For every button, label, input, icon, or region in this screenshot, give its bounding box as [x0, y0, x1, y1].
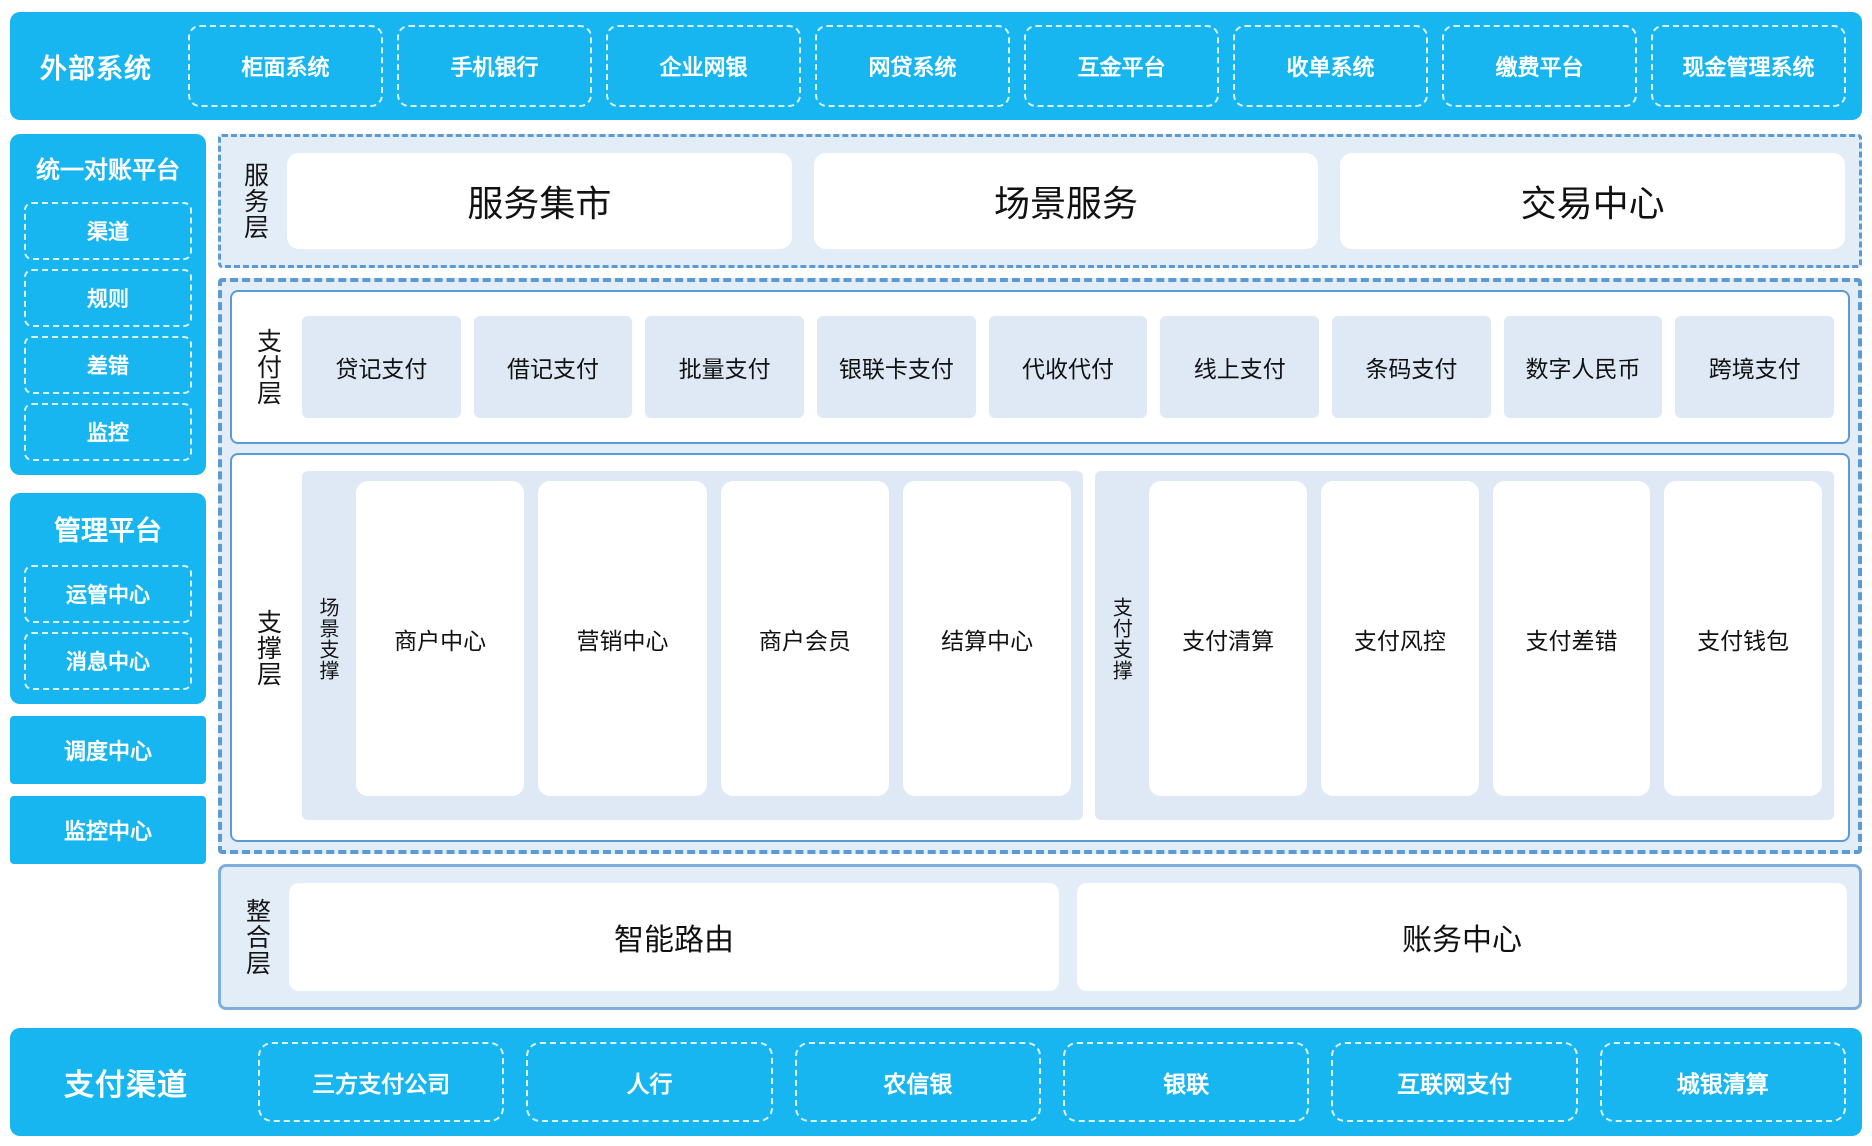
- management-item-message-center[interactable]: 消息中心: [24, 632, 192, 690]
- middle-region: 统一对账平台 渠道 规则 差错 监控 管理平台 运管中心 消息中心 调度中心 监…: [10, 134, 1862, 1010]
- support-group-payment: 支付支撑 支付清算 支付风控 支付差错 支付钱包: [1095, 471, 1834, 820]
- support-card-payment-clearing[interactable]: 支付清算: [1149, 481, 1307, 796]
- support-card-payment-error[interactable]: 支付差错: [1492, 481, 1651, 796]
- payment-channel-chip[interactable]: 三方支付公司: [258, 1042, 505, 1122]
- payment-card-unionpay[interactable]: 银联卡支付: [817, 316, 976, 418]
- payment-card-batch[interactable]: 批量支付: [645, 316, 805, 418]
- payment-support-label: 支付支撑: [1109, 596, 1132, 681]
- external-system-chip[interactable]: 缴费平台: [1442, 25, 1637, 107]
- integration-layer-container: 整合层 智能路由 账务中心: [218, 864, 1862, 1010]
- service-layer-label: 服务层: [240, 162, 269, 240]
- support-card-payment-riskcontrol[interactable]: 支付风控: [1320, 481, 1479, 796]
- scheduling-center-block[interactable]: 调度中心: [10, 716, 206, 784]
- integration-layer-label: 整合层: [242, 898, 271, 976]
- core-layers-container: 支付层 贷记支付 借记支付 批量支付 银联卡支付 代收代付 线上支付 条码支付 …: [218, 278, 1862, 854]
- support-layer-panel: 支撑层 场景支撑 商户中心 营销中心 商户会员 结算中心: [230, 453, 1850, 842]
- reconcile-platform-group: 统一对账平台 渠道 规则 差错 监控: [10, 134, 206, 475]
- service-card-scenario[interactable]: 场景服务: [813, 153, 1319, 249]
- support-layer-label: 支撑层: [253, 608, 282, 687]
- support-card-marketing-center[interactable]: 营销中心: [538, 481, 707, 796]
- external-systems-title: 外部系统: [40, 53, 152, 84]
- payment-channels-chip-list: 三方支付公司 人行 农信银 银联 互联网支付 城银清算: [258, 1028, 1846, 1136]
- integration-card-accounting-center[interactable]: 账务中心: [1077, 883, 1847, 991]
- reconcile-item-monitor[interactable]: 监控: [24, 403, 192, 461]
- payment-card-online[interactable]: 线上支付: [1160, 316, 1320, 418]
- payment-channels-bar: 支付渠道 三方支付公司 人行 农信银 银联 互联网支付 城银清算: [10, 1028, 1862, 1136]
- external-system-chip[interactable]: 手机银行: [397, 25, 592, 107]
- integration-layer-card-list: 智能路由 账务中心: [289, 877, 1847, 997]
- service-layer-row: 服务层 服务集市 场景服务 交易中心: [229, 145, 1851, 257]
- layer-stack: 服务层 服务集市 场景服务 交易中心 支付层 贷记支付 借记支付 批量支付: [218, 134, 1862, 1010]
- external-system-chip[interactable]: 企业网银: [606, 25, 801, 107]
- payment-layer-card-list: 贷记支付 借记支付 批量支付 银联卡支付 代收代付 线上支付 条码支付 数字人民…: [300, 302, 1836, 432]
- payment-layer-label: 支付层: [253, 328, 282, 406]
- payment-layer-panel: 支付层 贷记支付 借记支付 批量支付 银联卡支付 代收代付 线上支付 条码支付 …: [230, 290, 1850, 444]
- service-layer-card-list: 服务集市 场景服务 交易中心: [287, 153, 1846, 249]
- payment-card-digital-rmb[interactable]: 数字人民币: [1503, 316, 1663, 418]
- left-rail: 统一对账平台 渠道 规则 差错 监控 管理平台 运管中心 消息中心 调度中心 监…: [10, 134, 206, 1010]
- payment-support-card-list: 支付清算 支付风控 支付差错 支付钱包: [1149, 481, 1822, 796]
- external-system-chip[interactable]: 现金管理系统: [1651, 25, 1846, 107]
- support-card-payment-wallet[interactable]: 支付钱包: [1664, 481, 1822, 796]
- support-card-merchant-member[interactable]: 商户会员: [720, 481, 889, 796]
- external-system-chip[interactable]: 互金平台: [1024, 25, 1219, 107]
- payment-card-barcode[interactable]: 条码支付: [1332, 316, 1491, 418]
- support-group-scenario: 场景支撑 商户中心 营销中心 商户会员 结算中心: [302, 471, 1084, 820]
- scenario-support-label: 场景支撑: [316, 596, 338, 681]
- service-card-marketplace[interactable]: 服务集市: [287, 153, 792, 249]
- management-item-ops-center[interactable]: 运管中心: [24, 565, 192, 623]
- payment-channels-title: 支付渠道: [64, 1069, 188, 1102]
- external-system-chip[interactable]: 柜面系统: [188, 25, 383, 107]
- reconcile-item-rule[interactable]: 规则: [24, 269, 192, 327]
- external-systems-chip-list: 柜面系统 手机银行 企业网银 网贷系统 互金平台 收单系统 缴费平台 现金管理系…: [188, 12, 1846, 120]
- payment-card-debit[interactable]: 借记支付: [473, 316, 633, 418]
- payment-card-credit[interactable]: 贷记支付: [302, 316, 461, 418]
- scenario-support-card-list: 商户中心 营销中心 商户会员 结算中心: [356, 481, 1072, 796]
- external-system-chip[interactable]: 收单系统: [1233, 25, 1428, 107]
- payment-card-collection[interactable]: 代收代付: [988, 316, 1148, 418]
- support-layer-groups: 场景支撑 商户中心 营销中心 商户会员 结算中心 支付支撑 支付清算: [300, 465, 1836, 830]
- management-platform-title: 管理平台: [54, 516, 162, 546]
- service-layer-container: 服务层 服务集市 场景服务 交易中心: [218, 134, 1862, 268]
- payment-channel-chip[interactable]: 城银清算: [1599, 1042, 1846, 1122]
- external-system-chip[interactable]: 网贷系统: [815, 25, 1010, 107]
- management-platform-group: 管理平台 运管中心 消息中心: [10, 493, 206, 704]
- integration-card-smart-routing[interactable]: 智能路由: [289, 883, 1059, 991]
- payment-channel-chip[interactable]: 人行: [526, 1042, 773, 1122]
- payment-channel-chip[interactable]: 银联: [1062, 1042, 1310, 1122]
- payment-channel-chip[interactable]: 互联网支付: [1331, 1042, 1578, 1122]
- monitoring-center-block[interactable]: 监控中心: [10, 796, 206, 864]
- payment-card-crossborder[interactable]: 跨境支付: [1675, 316, 1835, 418]
- service-card-transaction[interactable]: 交易中心: [1340, 153, 1846, 249]
- support-card-settlement-center[interactable]: 结算中心: [902, 481, 1072, 796]
- reconcile-item-error[interactable]: 差错: [24, 336, 192, 394]
- external-systems-bar: 外部系统 柜面系统 手机银行 企业网银 网贷系统 互金平台 收单系统 缴费平台 …: [10, 12, 1862, 120]
- reconcile-item-channel[interactable]: 渠道: [24, 202, 192, 260]
- payment-channel-chip[interactable]: 农信银: [794, 1042, 1041, 1122]
- support-card-merchant-center[interactable]: 商户中心: [356, 481, 525, 796]
- reconcile-platform-title: 统一对账平台: [36, 157, 180, 184]
